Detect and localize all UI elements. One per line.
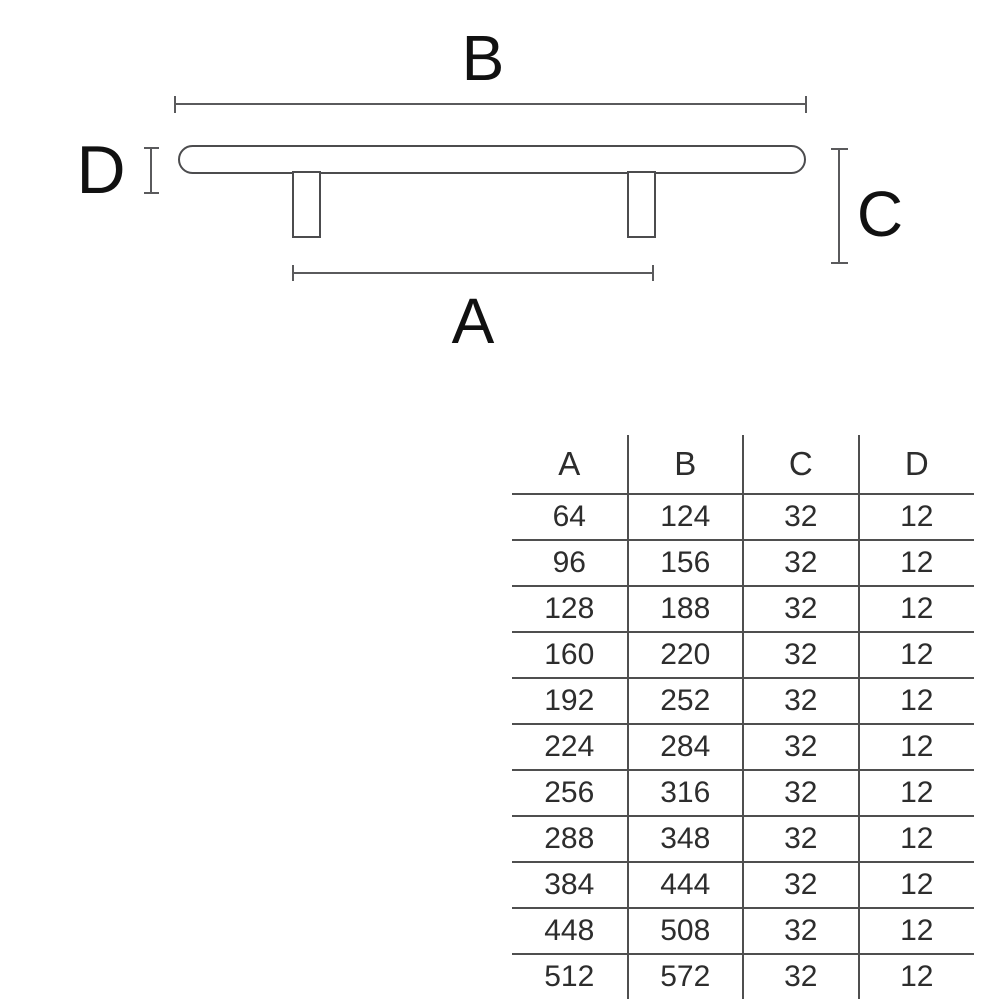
cell-a: 512 [544,960,595,993]
cell-a: 160 [512,632,628,679]
cell-b: 220 [626,632,743,679]
cell-a: 448 [512,908,628,955]
table-row: 96 156 32 12 [512,540,974,587]
cell-b: 252 [626,678,743,725]
cell-b: 124 [626,494,743,541]
col-header-b: B [626,435,743,495]
cell-c: 32 [742,494,859,541]
cell-d: 12 [857,954,974,999]
cell-c: 32 [742,540,859,587]
cell-a: 384 [512,862,628,909]
table-row: 256 316 32 12 [512,770,974,817]
cell-b: 284 [626,724,743,771]
cell-b: 156 [626,540,743,587]
cell-b: 348 [626,816,743,863]
handle-dimension-diagram: B D C A [76,22,903,357]
table-row: 512 572 32 12 [512,954,974,999]
table-row: 160 220 32 12 [512,632,974,679]
cell-a: 96 [512,540,628,587]
cell-d: 12 [857,586,974,633]
cell-d: 12 [857,494,974,541]
cell-c: 32 [742,678,859,725]
cell-d: 12 [857,908,974,955]
cell-c: 32 [742,586,859,633]
cell-c: 32 [742,770,859,817]
cell-b: 508 [626,908,743,955]
dim-label-d: D [76,132,125,208]
cell-b: 572 [626,954,743,999]
table-row: 128 188 32 12 [512,586,974,633]
cell-a: 288 [512,816,628,863]
dim-label-a: A [452,285,495,357]
dim-label-c: C [857,178,903,250]
cell-d: 12 [857,678,974,725]
table-row: 384 444 32 12 [512,862,974,909]
table-row: 64 124 32 12 [512,494,974,541]
cell-a: 128 [512,586,628,633]
cell-b: 316 [626,770,743,817]
cell-b: 188 [626,586,743,633]
cell-d: 12 [857,632,974,679]
table-header-row: A B C D [512,435,974,495]
dim-label-b: B [462,22,505,94]
dimensions-table: A B C D 64 124 32 12 96 156 32 12 128 18… [512,435,974,999]
dimensions-table-body: 64 124 32 12 96 156 32 12 128 188 32 12 … [512,494,974,999]
cell-d: 12 [857,862,974,909]
cell-c: 32 [742,954,859,999]
cell-a: 192 [512,678,628,725]
table-row: 224 284 32 12 [512,724,974,771]
cell-d: 12 [857,724,974,771]
handle-post-left [292,171,321,238]
cell-a: 224 [512,724,628,771]
table-row: 448 508 32 12 [512,908,974,955]
cell-d: 12 [857,540,974,587]
handle-bar [178,145,806,174]
cell-c: 32 [742,632,859,679]
cell-c: 32 [742,862,859,909]
cell-c: 32 [742,724,859,771]
cell-d: 12 [857,770,974,817]
cell-c: 32 [742,908,859,955]
table-row: 288 348 32 12 [512,816,974,863]
col-header-d: D [857,435,974,495]
cell-b: 444 [626,862,743,909]
handle-post-right [627,171,656,238]
col-header-a: A [512,435,628,495]
cell-a: 64 [512,494,628,541]
cell-d: 12 [857,816,974,863]
cell-c: 32 [742,816,859,863]
col-header-c: C [742,435,859,495]
table-row: 192 252 32 12 [512,678,974,725]
cell-a: 256 [512,770,628,817]
